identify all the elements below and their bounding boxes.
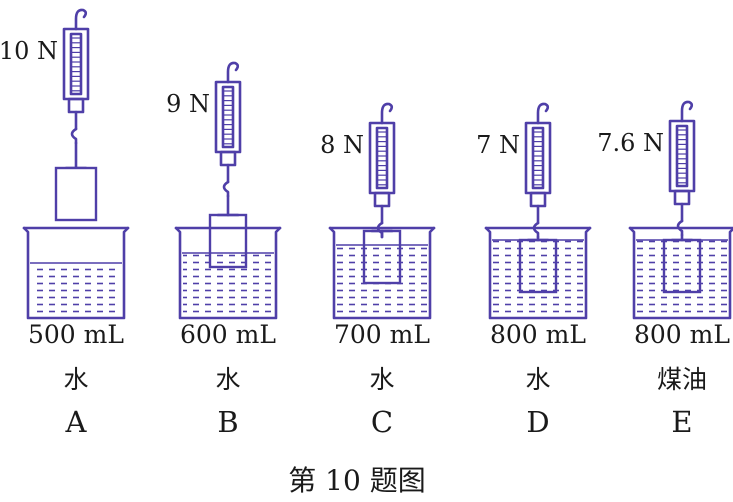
metal-block (208, 213, 248, 269)
setup-letter: E (671, 405, 692, 439)
metal-block (518, 238, 558, 294)
beaker (22, 226, 130, 320)
liquid (337, 245, 427, 315)
liquid-label: 水 (525, 365, 550, 394)
scale-slot (531, 126, 545, 190)
liquid (493, 240, 583, 315)
spring-scale-body (214, 80, 242, 154)
spring-scale-body (668, 119, 696, 193)
scale-slot (375, 126, 389, 190)
setup-letter: B (217, 405, 238, 439)
scale-top-hook (74, 8, 88, 31)
volume-label: 800 mL (490, 320, 586, 349)
liquid (183, 253, 273, 315)
force-reading: 10 N (0, 37, 58, 65)
scale-pull-rod (373, 191, 391, 208)
setup-b: 9 N 600 mL 水B (166, 61, 282, 439)
beaker (628, 226, 733, 320)
spring-scale-body (368, 121, 396, 195)
scale-pull-rod (673, 189, 691, 206)
force-reading: 8 N (320, 131, 364, 159)
volume-label: 600 mL (180, 320, 276, 349)
volume-label: 800 mL (634, 320, 730, 349)
volume-label: 500 mL (28, 320, 124, 349)
liquid (31, 263, 121, 315)
figure-caption: 第 10 题图 (288, 464, 425, 497)
setup-letter: C (371, 405, 393, 439)
setup-letter: A (65, 405, 88, 439)
beaker (484, 226, 592, 320)
setup-a: 10 N 500 mL 水A (0, 8, 130, 439)
scale-slot (69, 32, 83, 96)
metal-block (662, 238, 702, 294)
force-reading: 9 N (166, 90, 210, 118)
scale-slot (675, 124, 689, 188)
scale-slot (221, 85, 235, 149)
scale-pull-rod (219, 150, 237, 167)
metal-block (54, 166, 98, 222)
spring-scale-body (62, 27, 90, 101)
liquid-label: 水 (369, 365, 394, 394)
setup-e: 7.6 N 800 mL 煤油 E (597, 100, 733, 439)
beaker (328, 226, 436, 320)
scale-bottom-hook (70, 127, 78, 145)
scale-pull-rod (67, 97, 85, 114)
liquid-label: 水 (63, 365, 88, 394)
metal-block (362, 229, 402, 285)
scale-bottom-hook (532, 221, 540, 239)
scale-bottom-hook (676, 219, 684, 237)
setup-letter: D (526, 405, 549, 439)
scale-top-hook (380, 102, 394, 125)
liquid-label: 煤油 (657, 365, 707, 394)
force-reading: 7.6 N (597, 129, 664, 157)
spring-scale-body (524, 121, 552, 195)
scale-top-hook (226, 61, 240, 84)
scale-pull-rod (529, 191, 547, 208)
setup-d: 7 N 800 mL 水D (476, 102, 592, 439)
scale-top-hook (536, 102, 550, 125)
scale-top-hook (680, 100, 694, 123)
liquid (637, 240, 727, 315)
beaker (174, 226, 282, 320)
liquid-label: 水 (215, 365, 240, 394)
volume-label: 700 mL (334, 320, 430, 349)
setup-c: 8 N 700 mL 水C (320, 102, 436, 439)
scale-bottom-hook (222, 180, 230, 198)
force-reading: 7 N (476, 131, 520, 159)
